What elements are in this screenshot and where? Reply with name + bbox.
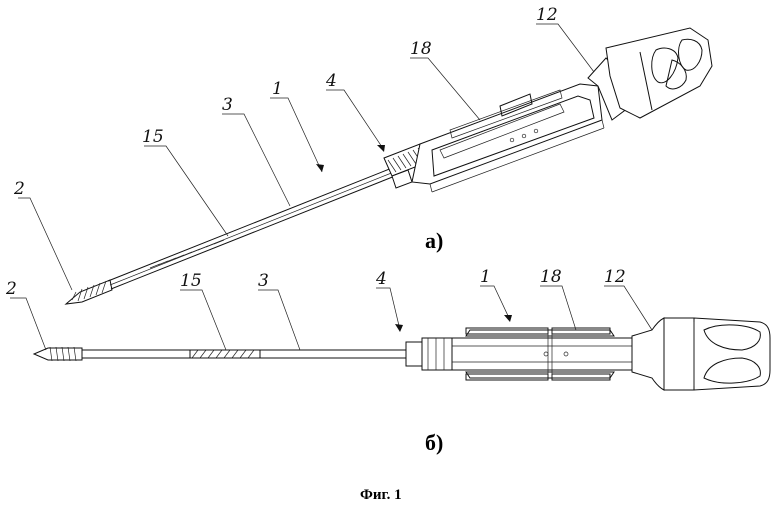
view-a-handle [606, 28, 712, 118]
view-a-label-4: 4 [325, 71, 337, 91]
view-b-screw-tip [34, 347, 82, 361]
view-a-shaft [108, 168, 395, 289]
view-a-label-3: 3 [222, 95, 233, 115]
view-b-label-12: 12 [604, 267, 626, 287]
view-b-drawing: 2 15 3 4 1 18 12 б) [5, 267, 770, 455]
view-a-drawing: 2 15 3 1 4 18 12 а) [13, 5, 712, 304]
view-b-label-15: 15 [180, 271, 202, 291]
view-b-title: б) [425, 430, 443, 455]
view-b-label-4: 4 [375, 269, 387, 289]
view-b-neck [632, 318, 664, 390]
view-a-label-15: 15 [142, 127, 164, 147]
view-a-label-1: 1 [272, 79, 283, 99]
view-b-label-3: 3 [258, 271, 269, 291]
view-b-handle [664, 318, 770, 390]
view-b-frame [452, 328, 632, 380]
view-b-shaft [82, 350, 406, 358]
view-b-guide-sleeve [406, 338, 452, 370]
view-b-label-18: 18 [540, 267, 562, 287]
view-a-hatch-15 [150, 240, 224, 268]
view-a-frame [412, 84, 604, 192]
view-b-label-2: 2 [5, 279, 17, 299]
view-a-screw-tip [66, 280, 112, 304]
view-a-leaders [18, 24, 594, 290]
view-a-label-2: 2 [13, 179, 25, 199]
figure-caption: Фиг. 1 [360, 487, 402, 503]
view-b-label-1: 1 [480, 267, 491, 287]
view-a-label-18: 18 [410, 39, 432, 59]
view-a-label-12: 12 [536, 5, 558, 25]
view-a-title: а) [425, 228, 443, 253]
